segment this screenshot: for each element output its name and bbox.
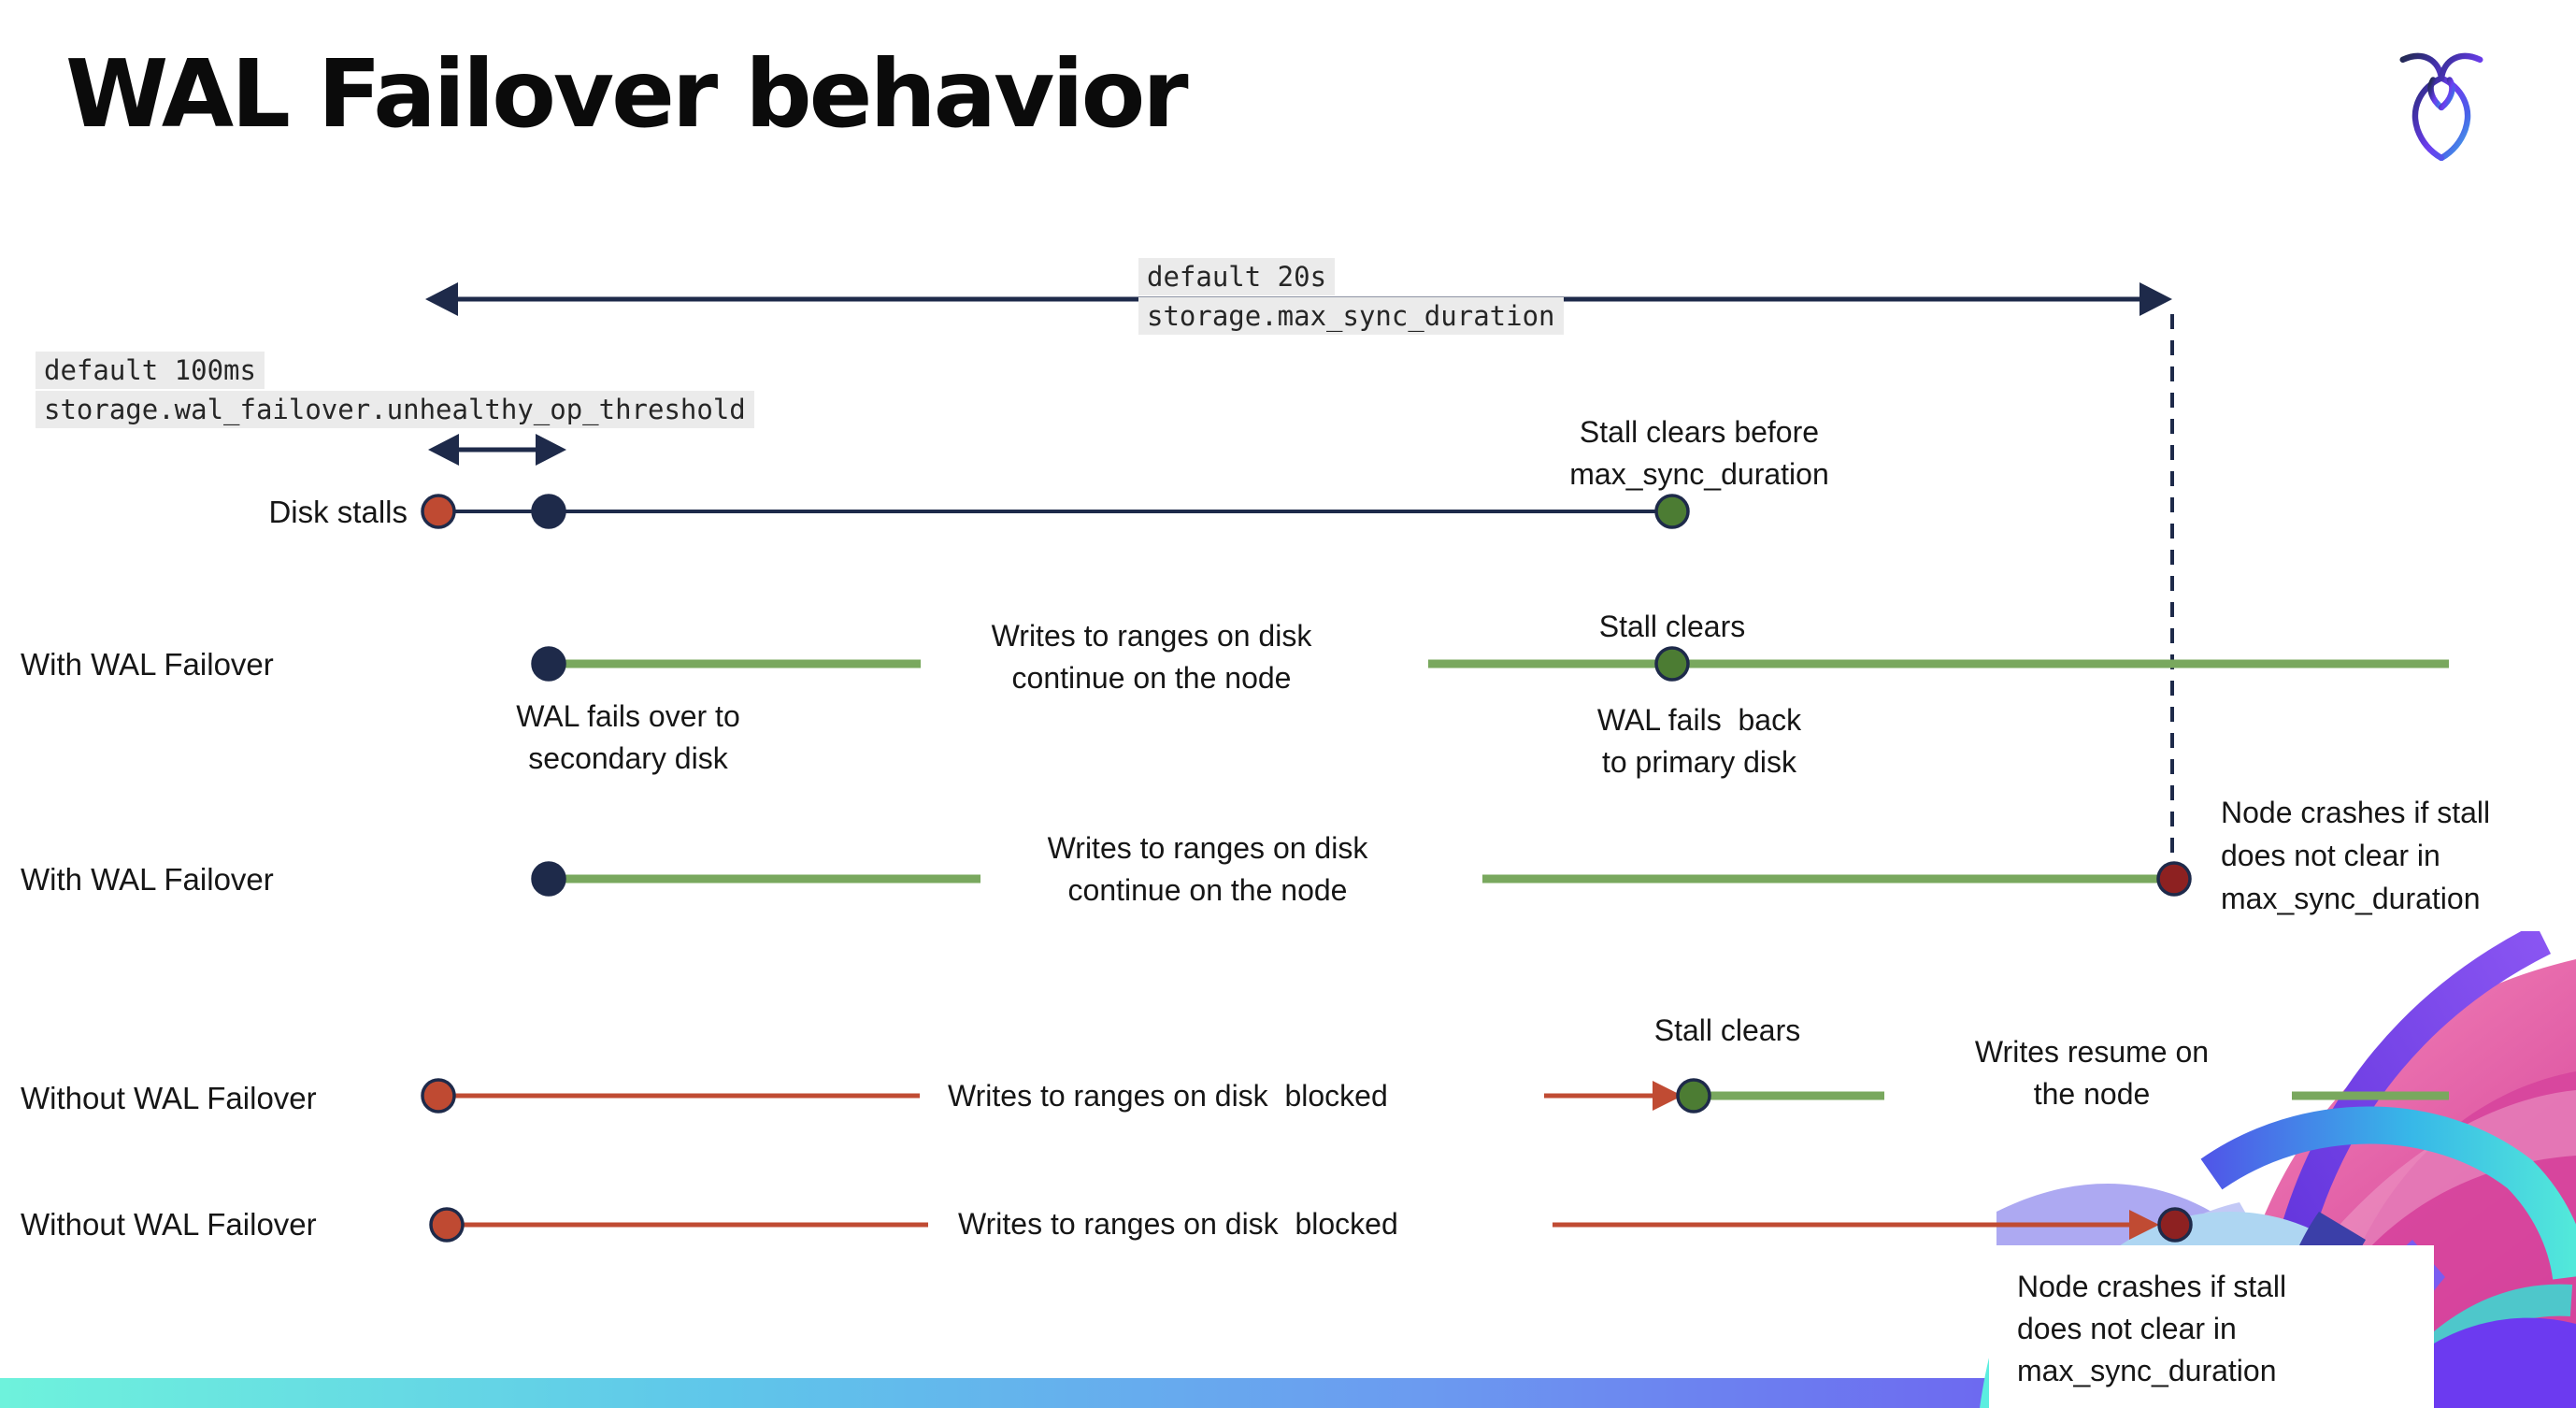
stall-clears-dot (1676, 1078, 1711, 1113)
stall-clears-without-label: Stall clears (1653, 1013, 1801, 1047)
failover-dot (531, 646, 566, 682)
max-sync-duration-setting: default 20s storage.max_sync_duration (1138, 258, 1564, 337)
setting-name: storage.max_sync_duration (1138, 297, 1564, 335)
row-label-with-wal-failover-2: With WAL Failover (21, 862, 274, 897)
stall-clears-dot (1654, 646, 1690, 682)
red-arrowhead (2129, 1210, 2159, 1240)
red-arrowhead (1653, 1081, 1682, 1111)
row-label-disk-stalls: Disk stalls (268, 495, 408, 529)
stall-clears-label: Stall clears (1598, 610, 1746, 643)
writes-continue-label-1: Writes to ranges on disk continue on the… (991, 619, 1312, 695)
node-crashes-label-mid: Node crashes if stall does not clear in … (2221, 796, 2491, 915)
unhealthy-op-threshold-setting: default 100ms storage.wal_failover.unhea… (36, 352, 754, 430)
row-label-without-wal-failover-2: Without WAL Failover (21, 1207, 317, 1242)
blue-teal-band (2200, 1106, 2576, 1280)
without-wal-failover-crashes-timeline (429, 1207, 2193, 1243)
node-crash-dot (2157, 1207, 2193, 1243)
stall-start-dot (429, 1207, 465, 1243)
stall-start-dot (421, 494, 456, 529)
page-title: WAL Failover behavior (65, 39, 1189, 149)
node-crash-dot (2156, 861, 2192, 897)
row-label-without-wal-failover-1: Without WAL Failover (21, 1081, 317, 1115)
setting-default-value: default 100ms (36, 352, 265, 389)
row-label-with-wal-failover-1: With WAL Failover (21, 647, 274, 682)
stall-clears-before-label: Stall clears before max_sync_duration (1569, 415, 1829, 491)
wal-fails-back-label: WAL fails back to primary disk (1596, 703, 1802, 779)
writes-continue-label-2: Writes to ranges on disk continue on the… (1047, 831, 1368, 907)
stall-clears-dot (1654, 494, 1690, 529)
writes-blocked-label-2: Writes to ranges on disk blocked (958, 1207, 1398, 1241)
stall-start-dot (421, 1078, 456, 1113)
wal-fails-over-label: WAL fails over to secondary disk (516, 699, 740, 775)
with-wal-failover-crashes-timeline (531, 861, 2192, 897)
setting-default-value: default 20s (1138, 258, 1336, 295)
cockroachdb-logo-icon (2399, 52, 2483, 161)
setting-name: storage.wal_failover.unhealthy_op_thresh… (36, 391, 754, 428)
writes-resume-label: Writes resume on the node (1974, 1035, 2210, 1111)
without-wal-failover-recovers-timeline (421, 1078, 2449, 1113)
failover-dot (531, 861, 566, 897)
writes-blocked-label-1: Writes to ranges on disk blocked (948, 1079, 1388, 1113)
threshold-dot (531, 494, 566, 529)
node-crashes-callout-box: Node crashes if stall does not clear in … (1989, 1245, 2434, 1408)
with-wal-failover-recovers-timeline (531, 646, 2449, 682)
disk-stalls-timeline (421, 494, 1690, 529)
node-crashes-label-bottom: Node crashes if stall does not clear in … (2017, 1270, 2287, 1387)
unhealthy-op-threshold-arrow (428, 434, 566, 466)
